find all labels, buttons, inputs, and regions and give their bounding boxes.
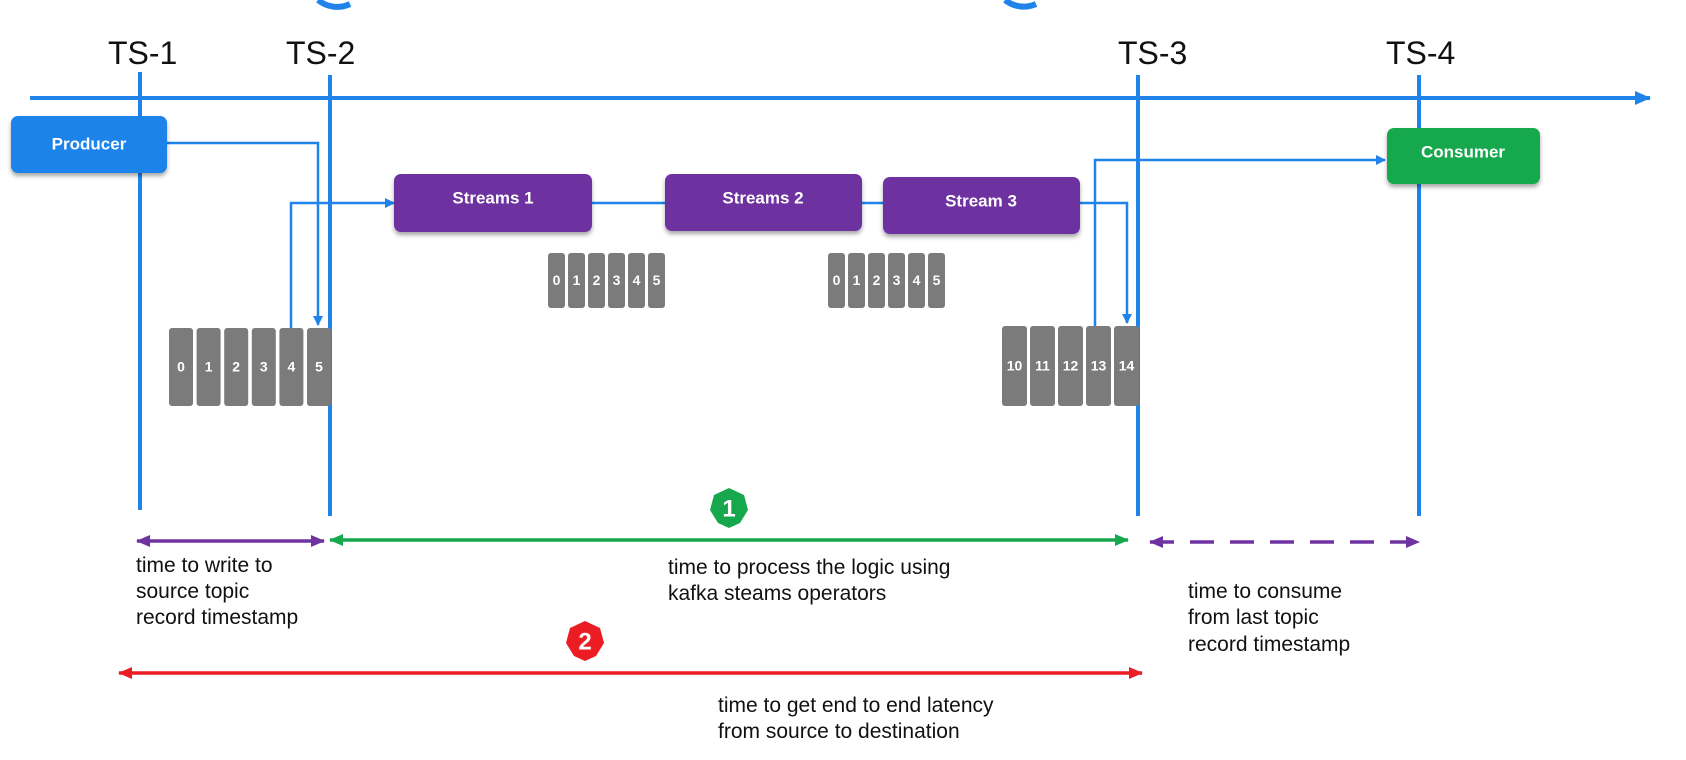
streams2-box[interactable]: Streams 2	[665, 174, 862, 231]
ts3-label: TS-3	[1118, 35, 1187, 71]
svg-text:time to get end to end latency: time to get end to end latency	[718, 694, 994, 717]
partition-cell: 11	[1030, 326, 1055, 406]
consume-caption: time to consume from last topic record t…	[1188, 580, 1350, 656]
svg-text:time to write to: time to write to	[136, 554, 273, 577]
stream3-box[interactable]: Stream 3	[883, 177, 1080, 234]
partition-label: 1	[573, 272, 581, 288]
sink-topic-partitions: 10 11 12 13 14	[1002, 326, 1139, 406]
partition-cell: 5	[928, 253, 945, 308]
badge-one: 1	[710, 488, 748, 528]
cropped-circle-left	[316, 0, 352, 10]
stream3-to-sink-topic	[1080, 201, 1132, 324]
svg-text:from last topic: from last topic	[1188, 606, 1319, 629]
partition-label: 11	[1035, 358, 1050, 374]
partition-label: 5	[933, 272, 941, 288]
stream3-label: Stream 3	[945, 191, 1017, 210]
partition-cell: 2	[868, 253, 885, 308]
partition-label: 2	[593, 272, 601, 288]
cropped-circle-right	[1003, 0, 1038, 10]
partition-label: 3	[613, 272, 621, 288]
process-caption: time to process the logic using kafka st…	[668, 556, 950, 605]
partition-label: 4	[913, 272, 921, 288]
e2e-caption: time to get end to end latency from sour…	[718, 694, 994, 743]
partition-cell: 4	[279, 328, 304, 406]
sink-topic-to-consumer	[1093, 155, 1386, 330]
ts2-label: TS-2	[286, 35, 355, 71]
partition-cell: 0	[828, 253, 845, 308]
partition-label: 5	[315, 359, 323, 375]
partition-cell: 4	[908, 253, 925, 308]
svg-text:2: 2	[578, 628, 591, 655]
partition-cell: 3	[251, 328, 276, 406]
producer-label: Producer	[52, 134, 127, 153]
partition-label: 2	[232, 359, 240, 375]
partition-label: 3	[893, 272, 901, 288]
partition-cell: 1	[196, 328, 221, 406]
partition-label: 14	[1119, 358, 1135, 374]
source-topic-to-streams1	[289, 198, 395, 330]
partition-label: 0	[177, 359, 185, 375]
partition-cell: 13	[1086, 326, 1111, 406]
svg-text:from source to destination: from source to destination	[718, 720, 960, 743]
partition-label: 1	[853, 272, 861, 288]
producer-to-source-topic	[166, 141, 323, 326]
partition-label: 1	[205, 359, 213, 375]
svg-text:source topic: source topic	[136, 580, 249, 603]
consumer-label: Consumer	[1421, 142, 1505, 161]
svg-text:time to process the logic usin: time to process the logic using	[668, 556, 950, 579]
partition-cell: 0	[169, 328, 193, 406]
partition-label: 4	[288, 359, 296, 375]
write-caption: time to write to source topic record tim…	[136, 554, 298, 629]
partition-label: 4	[633, 272, 641, 288]
partition-cell: 2	[588, 253, 605, 308]
partition-cell: 0	[548, 253, 565, 308]
ts4-label: TS-4	[1386, 35, 1455, 71]
svg-text:kafka steams operators: kafka steams operators	[668, 582, 886, 605]
partition-cell: 3	[608, 253, 625, 308]
svg-text:1: 1	[722, 495, 735, 522]
partition-label: 13	[1091, 358, 1107, 374]
source-topic-partitions: 0 1 2 3 4 5	[169, 328, 331, 406]
partition-label: 5	[653, 272, 661, 288]
badge-two: 2	[566, 621, 604, 661]
streams1-box[interactable]: Streams 1	[394, 174, 592, 232]
consumer-box[interactable]: Consumer	[1387, 128, 1540, 184]
svg-text:time to consume: time to consume	[1188, 580, 1342, 603]
partition-label: 12	[1063, 358, 1079, 374]
svg-text:record timestamp: record timestamp	[136, 606, 298, 629]
partition-cell: 4	[628, 253, 645, 308]
partition-label: 0	[833, 272, 841, 288]
ts1-label: TS-1	[108, 35, 177, 71]
partition-cell: 5	[648, 253, 665, 308]
partition-cell: 3	[888, 253, 905, 308]
streams1-label: Streams 1	[452, 188, 533, 207]
partition-cell: 5	[307, 328, 331, 406]
partition-label: 10	[1007, 358, 1023, 374]
streams2-label: Streams 2	[722, 188, 803, 207]
partition-label: 0	[553, 272, 561, 288]
producer-box[interactable]: Producer	[11, 116, 167, 173]
partition-cell: 14	[1114, 326, 1139, 406]
partition-cell: 12	[1058, 326, 1083, 406]
partition-label: 2	[873, 272, 881, 288]
partition-cell: 10	[1002, 326, 1027, 406]
partition-label: 3	[260, 359, 268, 375]
partition-cell: 1	[568, 253, 585, 308]
svg-text:record timestamp: record timestamp	[1188, 633, 1350, 656]
partition-cell: 2	[224, 328, 249, 406]
partition-cell: 1	[848, 253, 865, 308]
